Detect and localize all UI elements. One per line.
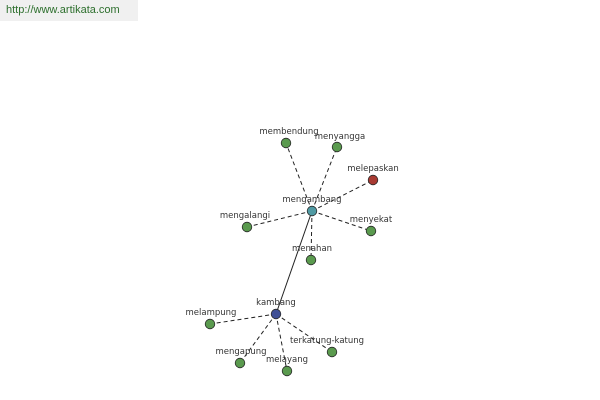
node-terkatung-katung[interactable] [326,346,338,358]
node-label-mengapung: mengapung [215,347,266,357]
watermark-url: http://www.artikata.com [0,0,138,21]
node-label-menahan: menahan [292,244,332,254]
node-label-melayang: melayang [266,355,308,365]
node-menyekat[interactable] [365,225,377,237]
node-mengalangi[interactable] [241,221,253,233]
edge-mengambang-menahan [310,210,313,261]
node-menyangga[interactable] [331,141,343,153]
edge-mengambang-melepaskan [311,179,374,212]
node-mengapung[interactable] [234,357,246,369]
node-menahan[interactable] [305,254,317,266]
node-label-menyekat: menyekat [350,215,393,225]
node-label-menyangga: menyangga [315,132,366,142]
node-label-mengalangi: mengalangi [220,211,270,221]
edge-kambang-melayang [275,313,288,372]
edges-layer [209,142,374,372]
node-label-mengambang: mengambang [282,195,341,205]
edge-kambang-terkatung-katung [275,313,333,353]
node-label-kambang: kambang [256,298,296,308]
node-label-melepaskan: melepaskan [347,164,399,174]
node-kambang[interactable] [270,308,282,320]
edge-mengambang-menyekat [311,210,372,232]
edge-mengambang-membendung [285,142,313,212]
nodes-layer [204,137,379,377]
node-mengambang[interactable] [306,205,318,217]
node-melayang[interactable] [281,365,293,377]
edge-mengambang-menyangga [311,146,338,212]
edge-kambang-mengapung [239,313,277,364]
node-label-membendung: membendung [259,127,318,137]
edge-mengambang-kambang [275,210,313,315]
node-label-melampung: melampung [186,308,237,318]
node-melepaskan[interactable] [367,174,379,186]
node-label-terkatung-katung: terkatung-katung [290,336,364,346]
node-membendung[interactable] [280,137,292,149]
node-melampung[interactable] [204,318,216,330]
